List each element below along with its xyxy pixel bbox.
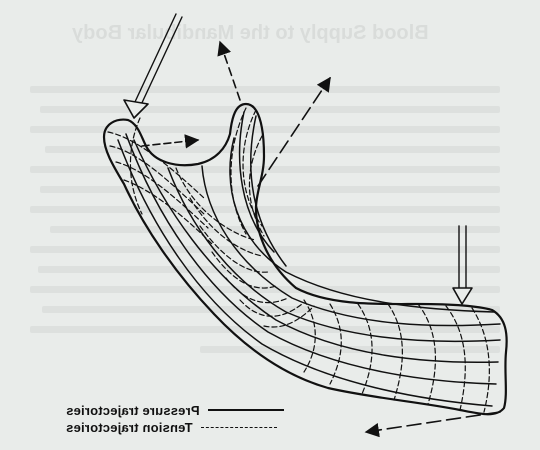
pressure-line [201,165,501,327]
legend: Pressure trajectories Tension trajectori… [66,402,306,436]
tension-line [387,303,403,401]
tension-line [115,161,209,229]
legend-label-pressure: Pressure trajectories [66,402,200,418]
tension-line [107,131,205,199]
tension-line [445,305,466,411]
force-arrows [123,13,501,438]
pressure-line [125,133,497,385]
legend-swatch-solid [207,409,284,411]
hollow-arrowhead-condyle [123,99,149,119]
tension-line [242,109,263,227]
tension-line [175,167,257,241]
tension-line [248,135,265,237]
pressure-line [229,137,495,313]
tension-line [357,303,373,395]
tension-line [230,107,247,235]
legend-item-pressure: Pressure trajectories [66,402,284,418]
pressure-line [117,139,493,407]
pressure-line [238,111,275,253]
hollow-arrow-condyle [133,13,177,105]
tension-line [129,117,143,215]
tension-line [239,299,303,317]
tension-line [303,299,316,373]
tension-line [211,251,277,289]
tension-trajectories [107,107,490,413]
legend-swatch-dashed [200,426,277,428]
mandible-outline [102,102,508,416]
tension-line [329,303,342,385]
tension-line [225,277,289,304]
legend-item-tension: Tension trajectories [66,419,277,435]
arrow-condyle-right [141,134,200,149]
arrow-coronoid-up [217,40,241,101]
tension-line [189,197,263,257]
tension-line [199,225,269,273]
pressure-line [133,139,499,364]
pressure-line [250,115,287,267]
hollow-arrow-condyle [139,16,183,108]
arrow-ramus-up [257,76,331,187]
legend-label-tension: Tension trajectories [66,419,193,435]
tension-line [123,179,213,245]
arrow-chin-down [364,411,501,438]
hollow-arrowhead-molar [452,287,473,305]
pressure-line [167,167,501,343]
tension-line [471,307,490,413]
tension-line [417,303,436,405]
